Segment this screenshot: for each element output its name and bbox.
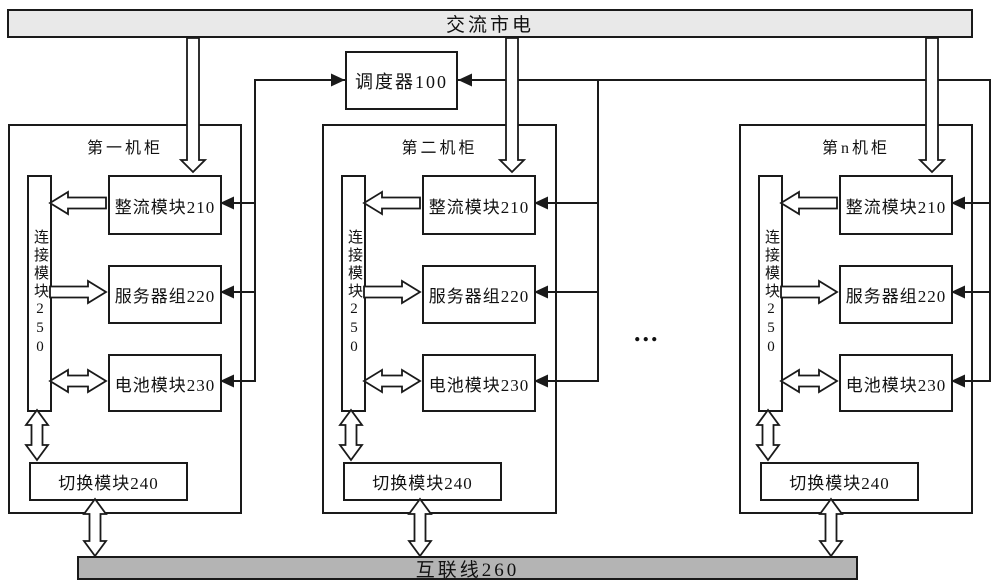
rectifier-module-label-2: 整流模块210 xyxy=(428,197,530,217)
server-group-box-3: 服务器组220 xyxy=(839,265,953,324)
scheduler-label: 调度器100 xyxy=(355,71,448,92)
rectifier-module-box-3: 整流模块210 xyxy=(839,175,953,235)
switch-module-box-3: 切换模块240 xyxy=(760,462,919,501)
server-group-label-3: 服务器组220 xyxy=(845,287,947,306)
battery-module-box-2: 电池模块230 xyxy=(422,354,536,412)
connection-module-box-3: 连接模块250 xyxy=(758,175,783,412)
server-group-box-1: 服务器组220 xyxy=(108,265,222,324)
rectifier-module-box-2: 整流模块210 xyxy=(422,175,536,235)
cabinet-1-label: 第一机柜 xyxy=(86,140,163,157)
ac-mains-bar: 交流市电 xyxy=(7,9,973,38)
server-group-label-2: 服务器组220 xyxy=(428,287,530,306)
connection-module-label-2: 连接模块250 xyxy=(346,229,362,358)
server-group-box-2: 服务器组220 xyxy=(422,265,536,324)
cabinet-n: 第n机柜 连接模块250 整流模块210 服务器组220 电池模块230 切换模… xyxy=(739,124,973,514)
scheduler-box: 调度器100 xyxy=(345,51,458,110)
cabinet-n-label: 第n机柜 xyxy=(821,140,890,157)
switch-module-label-2: 切换模块240 xyxy=(372,474,473,493)
battery-module-label-1: 电池模块230 xyxy=(114,375,216,395)
connection-module-box-2: 连接模块250 xyxy=(341,175,366,412)
switch-module-box-2: 切换模块240 xyxy=(343,462,502,501)
connection-module-label-1: 连接模块250 xyxy=(32,229,48,358)
interconnect-label: 互联线260 xyxy=(415,559,520,581)
switch-module-box-1: 切换模块240 xyxy=(29,462,188,501)
interconnect-bar: 互联线260 xyxy=(77,556,858,581)
cabinet-2: 第二机柜 连接模块250 整流模块210 服务器组220 电池模块230 切换模… xyxy=(322,124,557,514)
switch-module-label-1: 切换模块240 xyxy=(58,474,159,493)
battery-module-label-2: 电池模块230 xyxy=(428,375,530,395)
more-cabinets-ellipsis: ... xyxy=(634,318,660,347)
connection-module-box-1: 连接模块250 xyxy=(27,175,52,412)
cabinet-2-label: 第二机柜 xyxy=(401,140,478,157)
rectifier-module-label-3: 整流模块210 xyxy=(845,197,947,217)
switch-module-label-3: 切换模块240 xyxy=(789,474,890,493)
scheduler-left-arrowhead xyxy=(331,73,345,87)
rectifier-module-label-1: 整流模块210 xyxy=(114,197,216,217)
battery-module-box-1: 电池模块230 xyxy=(108,354,222,412)
rectifier-module-box-1: 整流模块210 xyxy=(108,175,222,235)
battery-module-label-3: 电池模块230 xyxy=(845,375,947,395)
connection-module-label-3: 连接模块250 xyxy=(763,229,779,358)
server-group-label-1: 服务器组220 xyxy=(114,287,216,306)
ac-mains-label: 交流市电 xyxy=(445,15,534,36)
scheduler-right-arrowhead xyxy=(458,73,472,87)
battery-module-box-3: 电池模块230 xyxy=(839,354,953,412)
cabinet-1: 第一机柜 连接模块250 整流模块210 服务器组220 电池模块230 切换模… xyxy=(8,124,242,514)
